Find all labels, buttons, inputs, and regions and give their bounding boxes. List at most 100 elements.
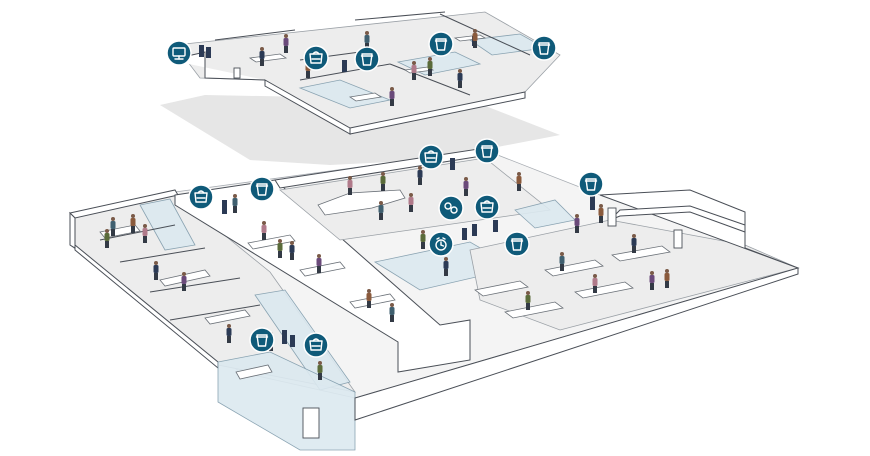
cup-icon bbox=[480, 145, 494, 158]
cup-marker[interactable] bbox=[504, 231, 530, 257]
people-layer bbox=[104, 29, 670, 380]
person-figure bbox=[516, 172, 522, 191]
person-figure bbox=[110, 217, 116, 236]
clock-icon bbox=[435, 237, 447, 251]
storage-unit bbox=[290, 335, 295, 347]
marker-circle bbox=[249, 327, 275, 353]
coffee-machine-icon bbox=[424, 150, 438, 163]
marker-circle bbox=[166, 40, 192, 66]
cup-icon bbox=[584, 178, 598, 191]
desk bbox=[611, 245, 671, 262]
people-marker[interactable] bbox=[438, 195, 464, 221]
marker-circle bbox=[249, 176, 275, 202]
cup-marker[interactable] bbox=[249, 176, 275, 202]
coffee-machine-icon bbox=[194, 190, 208, 203]
upper-partition bbox=[439, 13, 531, 56]
coffee-machine-icon bbox=[309, 338, 323, 351]
person-figure bbox=[226, 324, 232, 343]
person-figure bbox=[592, 274, 598, 293]
person-figure bbox=[283, 34, 289, 53]
desk bbox=[349, 293, 396, 309]
coffee-machine-marker[interactable] bbox=[474, 194, 500, 220]
marker-circle bbox=[303, 45, 329, 71]
person-figure bbox=[104, 229, 110, 248]
right-door-2 bbox=[673, 229, 683, 249]
right-back-wall bbox=[609, 205, 746, 233]
person-figure bbox=[259, 47, 265, 66]
upper-floor-wall-front-right bbox=[349, 91, 526, 135]
partition bbox=[99, 224, 176, 241]
person-figure bbox=[411, 61, 417, 80]
person-figure bbox=[664, 269, 670, 288]
desk bbox=[474, 280, 529, 297]
screen-marker[interactable] bbox=[166, 40, 192, 66]
person-figure bbox=[366, 289, 372, 308]
upper-partition bbox=[389, 63, 471, 96]
coffee-machine-marker[interactable] bbox=[418, 144, 444, 170]
upper-desk bbox=[348, 92, 383, 102]
storage-unit bbox=[342, 60, 347, 72]
cup-marker[interactable] bbox=[249, 327, 275, 353]
marker-circle bbox=[474, 138, 500, 164]
coffee-machine-marker[interactable] bbox=[303, 332, 329, 358]
person-figure bbox=[142, 224, 148, 243]
person-figure bbox=[153, 261, 159, 280]
upper-partition bbox=[354, 11, 446, 21]
marker-circle bbox=[303, 332, 329, 358]
marker-circle bbox=[578, 171, 604, 197]
cup-marker[interactable] bbox=[531, 35, 557, 61]
cup-marker[interactable] bbox=[428, 31, 454, 57]
person-figure bbox=[261, 221, 267, 240]
person-figure bbox=[347, 176, 353, 195]
person-figure bbox=[472, 29, 478, 48]
coffee-machine-icon bbox=[309, 51, 323, 64]
person-figure bbox=[378, 201, 384, 220]
upper-door bbox=[233, 67, 241, 79]
coffee-machine-marker[interactable] bbox=[303, 45, 329, 71]
storage-unit bbox=[590, 196, 595, 210]
marker-circle bbox=[474, 194, 500, 220]
marker-circle bbox=[428, 31, 454, 57]
person-figure bbox=[181, 272, 187, 291]
left-outer-wall-front bbox=[69, 211, 76, 249]
person-figure bbox=[427, 57, 433, 76]
left-glass-room-1 bbox=[139, 198, 196, 251]
cup-marker[interactable] bbox=[354, 46, 380, 72]
desk bbox=[204, 309, 251, 325]
marker-circle bbox=[418, 144, 444, 170]
right-door-1 bbox=[607, 207, 617, 227]
person-figure bbox=[598, 204, 604, 223]
upper-partition bbox=[214, 29, 296, 41]
storage-unit bbox=[199, 45, 204, 57]
partition bbox=[119, 247, 206, 263]
person-figure bbox=[130, 214, 136, 233]
people-icon bbox=[444, 202, 458, 214]
partition bbox=[149, 277, 241, 293]
screen-icon bbox=[172, 47, 186, 60]
coffee-machine-icon bbox=[480, 200, 494, 213]
storage-unit bbox=[222, 200, 227, 214]
clock-marker[interactable] bbox=[428, 231, 454, 257]
upper-floor bbox=[160, 11, 561, 165]
front-door bbox=[302, 407, 320, 439]
marker-layer bbox=[166, 31, 604, 358]
cup-icon bbox=[360, 53, 374, 66]
cup-marker[interactable] bbox=[578, 171, 604, 197]
cup-marker[interactable] bbox=[474, 138, 500, 164]
person-figure bbox=[389, 87, 395, 106]
cup-icon bbox=[537, 42, 551, 55]
person-figure bbox=[317, 361, 323, 380]
main-floor bbox=[69, 147, 800, 451]
marker-circle bbox=[504, 231, 530, 257]
coffee-machine-marker[interactable] bbox=[188, 184, 214, 210]
person-figure bbox=[525, 291, 531, 310]
person-figure bbox=[408, 193, 414, 212]
person-figure bbox=[574, 214, 580, 233]
storage-unit bbox=[472, 224, 477, 236]
person-figure bbox=[463, 177, 469, 196]
cup-icon bbox=[434, 38, 448, 51]
person-figure bbox=[389, 303, 395, 322]
desk bbox=[235, 364, 273, 380]
person-figure bbox=[631, 234, 637, 253]
